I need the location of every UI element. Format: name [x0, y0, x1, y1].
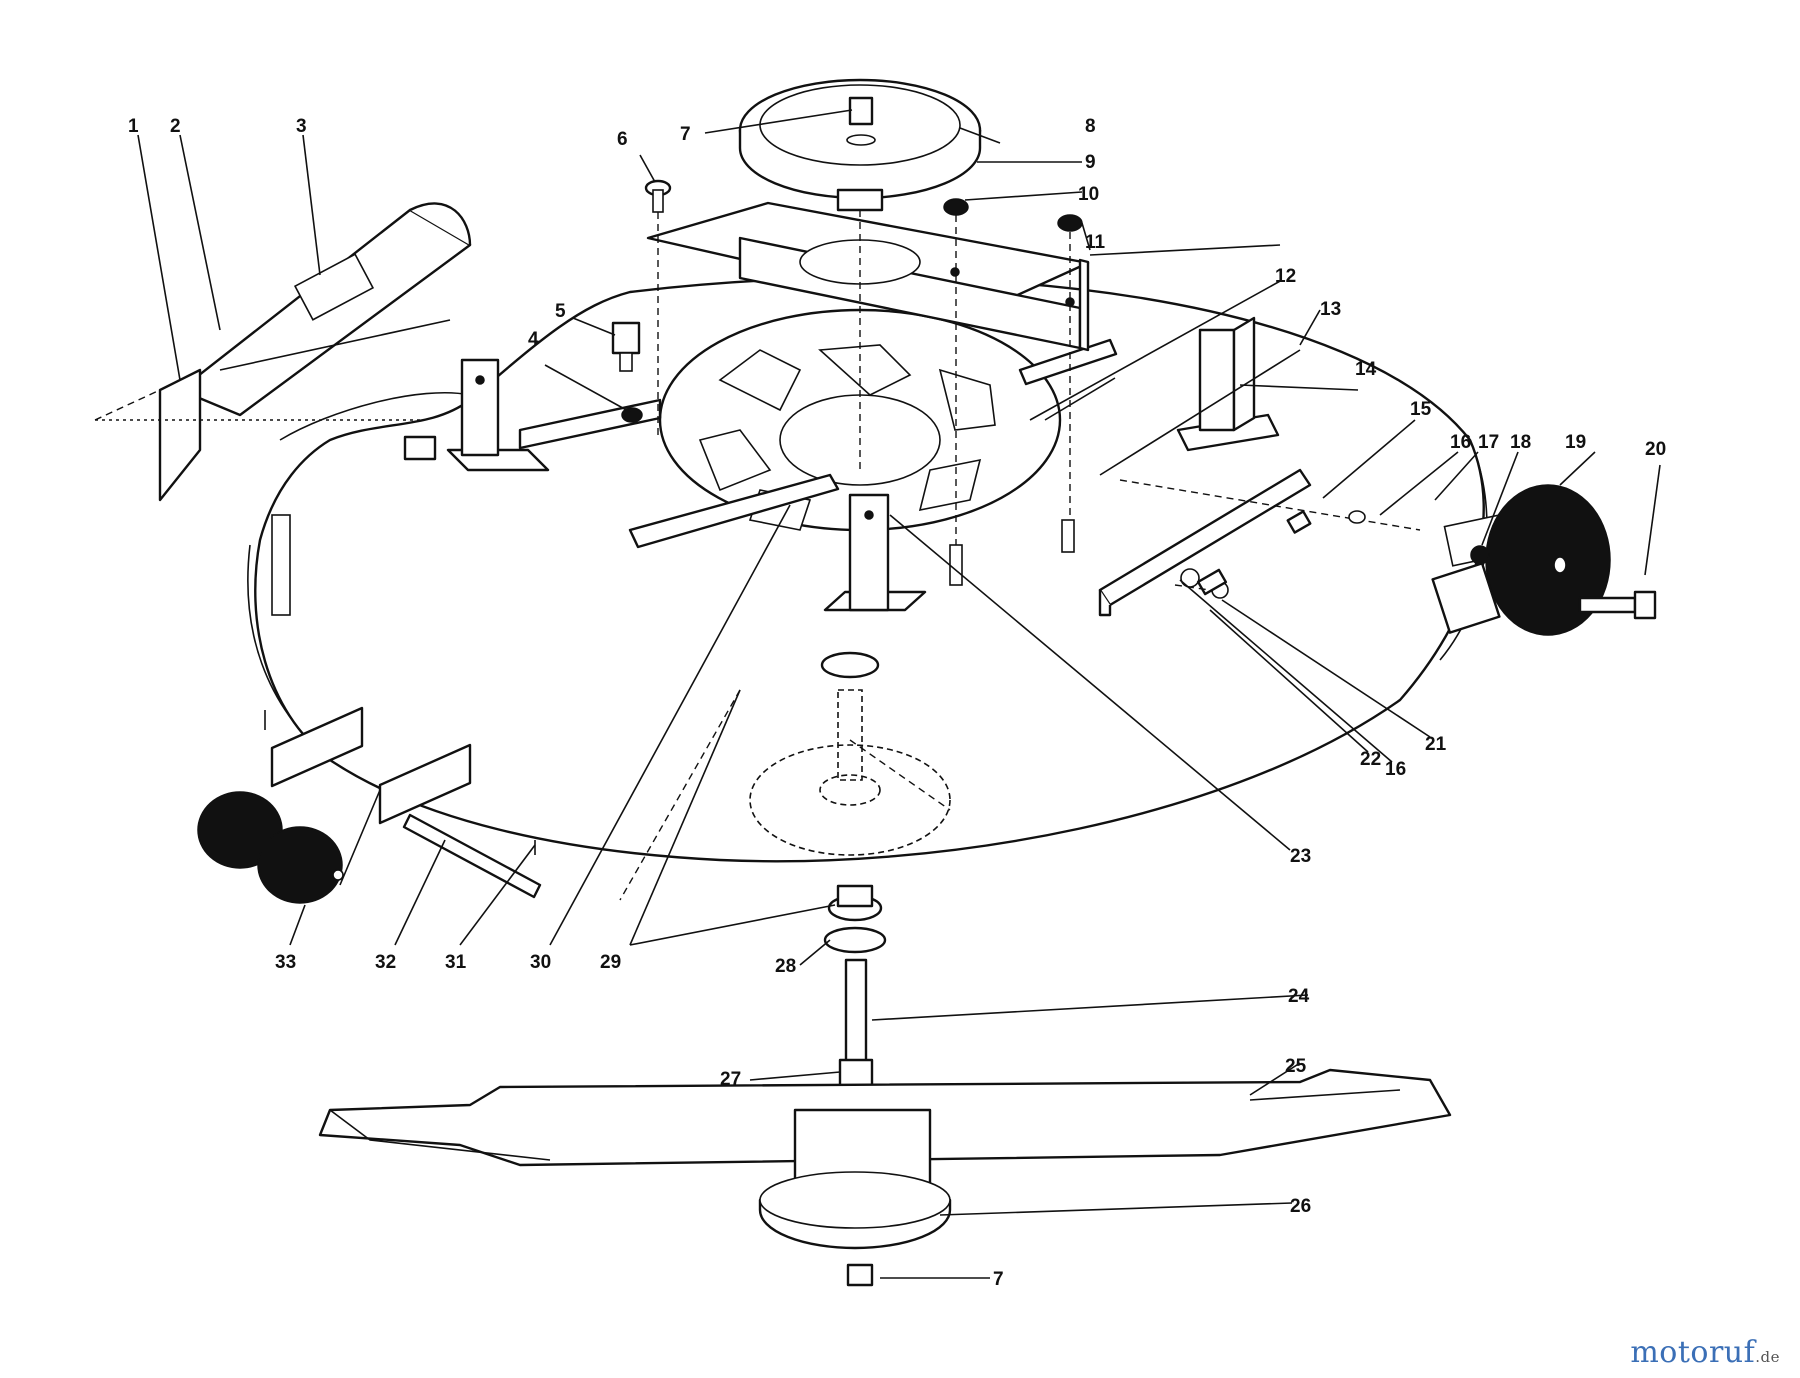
callout-13: 13	[1320, 299, 1341, 320]
callout-3: 3	[296, 116, 307, 137]
washer-28	[823, 926, 887, 954]
discharge-deflector	[158, 202, 472, 502]
callout-15: 15	[1410, 399, 1432, 420]
wheel-bolt	[1578, 590, 1657, 620]
callout-10: 10	[1078, 184, 1099, 205]
spindle-housing-dashed	[749, 651, 951, 856]
bracket-right	[1176, 316, 1280, 452]
callout-6: 6	[617, 129, 628, 150]
callout-14: 14	[1355, 359, 1377, 380]
callout-4: 4	[528, 329, 539, 350]
callout-25: 25	[1285, 1056, 1307, 1077]
callout-32: 32	[375, 952, 396, 973]
callout-20: 20	[1645, 439, 1666, 460]
callout-12: 12	[1275, 266, 1296, 287]
callout-23: 23	[1290, 846, 1311, 867]
callout-5: 5	[555, 301, 566, 322]
front-wheels	[197, 791, 344, 904]
callout-29: 29	[600, 952, 621, 973]
blade-nut	[846, 1263, 874, 1287]
callout-18: 18	[1510, 432, 1531, 453]
nut-10	[1057, 214, 1083, 232]
spacer-5	[611, 321, 641, 372]
drive-pulley	[738, 78, 982, 212]
callout-21: 21	[1425, 734, 1447, 755]
callout-2: 2	[170, 116, 181, 137]
callout-labels: 1 2 3 4 5 6 7 8 9 10 11 12 13 14 15 16 1…	[128, 116, 1666, 1290]
callout-24: 24	[1288, 986, 1310, 1007]
rear-wheel	[1431, 484, 1611, 636]
callout-19: 19	[1565, 432, 1586, 453]
watermark-tld: .de	[1755, 1348, 1780, 1366]
bushing-18	[1470, 545, 1490, 565]
front-axle-bracket	[270, 706, 542, 899]
bracket-center	[823, 493, 927, 612]
nut-4	[621, 407, 643, 423]
carriage-bolt-6	[644, 179, 672, 213]
callout-7-bottom: 7	[993, 1269, 1004, 1290]
bracket-left	[446, 358, 550, 472]
spacer-left-deck	[403, 435, 437, 461]
watermark-brand: motoruf	[1630, 1335, 1756, 1370]
site-watermark: motoruf.de	[1630, 1335, 1780, 1370]
bolt-lower-2	[1061, 519, 1075, 553]
blade-adapter	[758, 1171, 952, 1250]
callout-16-bottom: 16	[1385, 759, 1406, 780]
callout-1: 1	[128, 116, 139, 137]
callout-16-top: 16	[1450, 432, 1471, 453]
callout-7-top: 7	[680, 124, 691, 145]
callout-9: 9	[1085, 152, 1096, 173]
callout-33: 33	[275, 952, 296, 973]
callout-26: 26	[1290, 1196, 1311, 1217]
nut-9	[943, 198, 969, 216]
leader-lines	[137, 109, 1661, 1279]
callout-28: 28	[775, 956, 796, 977]
callout-27: 27	[720, 1069, 741, 1090]
height-adjust-bar	[1044, 349, 1312, 617]
callout-31: 31	[445, 952, 467, 973]
blade	[318, 1068, 1452, 1197]
callout-22: 22	[1360, 749, 1381, 770]
washer-17	[1348, 510, 1366, 524]
bolt-lower-1	[949, 544, 963, 586]
callout-11: 11	[1085, 232, 1106, 253]
bearing-29	[827, 884, 883, 922]
callout-8: 8	[1085, 116, 1096, 137]
callout-30: 30	[530, 952, 551, 973]
callout-17: 17	[1478, 432, 1499, 453]
